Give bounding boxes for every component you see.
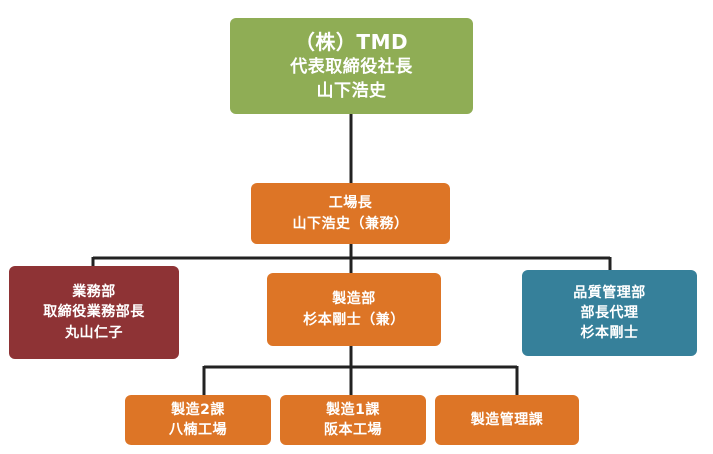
section-1-box: 製造1課 阪本工場 xyxy=(280,395,426,445)
plant-manager-role: 工場長 xyxy=(328,195,373,212)
quality-dept-role: 部長代理 xyxy=(580,304,639,321)
president-name: 山下浩史 xyxy=(316,81,387,101)
manufacturing-dept-person: 杉本剛士（兼） xyxy=(303,311,405,328)
section-2-box: 製造2課 八楠工場 xyxy=(125,395,271,445)
manufacturing-dept-name: 製造部 xyxy=(332,291,376,308)
plant-manager-box: 工場長 山下浩史（兼務） xyxy=(251,183,450,244)
sales-dept-role: 取締役業務部長 xyxy=(43,304,145,321)
company-president-box: （株）TMD 代表取締役社長 山下浩史 xyxy=(230,18,473,114)
plant-manager-name: 山下浩史（兼務） xyxy=(292,215,409,232)
section-2-site: 八楠工場 xyxy=(169,422,227,438)
section-mgmt-box: 製造管理課 xyxy=(435,395,579,445)
section-1-name: 製造1課 xyxy=(326,401,380,418)
sales-dept-person: 丸山仁子 xyxy=(65,324,123,341)
quality-dept-name: 品質管理部 xyxy=(573,284,646,301)
quality-dept-person: 杉本剛士 xyxy=(580,325,639,342)
president-role: 代表取締役社長 xyxy=(290,57,413,78)
sales-dept-name: 業務部 xyxy=(72,284,116,301)
company-name: （株）TMD xyxy=(294,30,409,55)
quality-dept-box: 品質管理部 部長代理 杉本剛士 xyxy=(522,270,697,356)
section-mgmt-name: 製造管理課 xyxy=(470,411,544,428)
manufacturing-dept-box: 製造部 杉本剛士（兼） xyxy=(267,273,441,346)
section-2-name: 製造2課 xyxy=(171,401,225,418)
sales-dept-box: 業務部 取締役業務部長 丸山仁子 xyxy=(9,266,179,359)
section-1-site: 阪本工場 xyxy=(324,422,382,438)
